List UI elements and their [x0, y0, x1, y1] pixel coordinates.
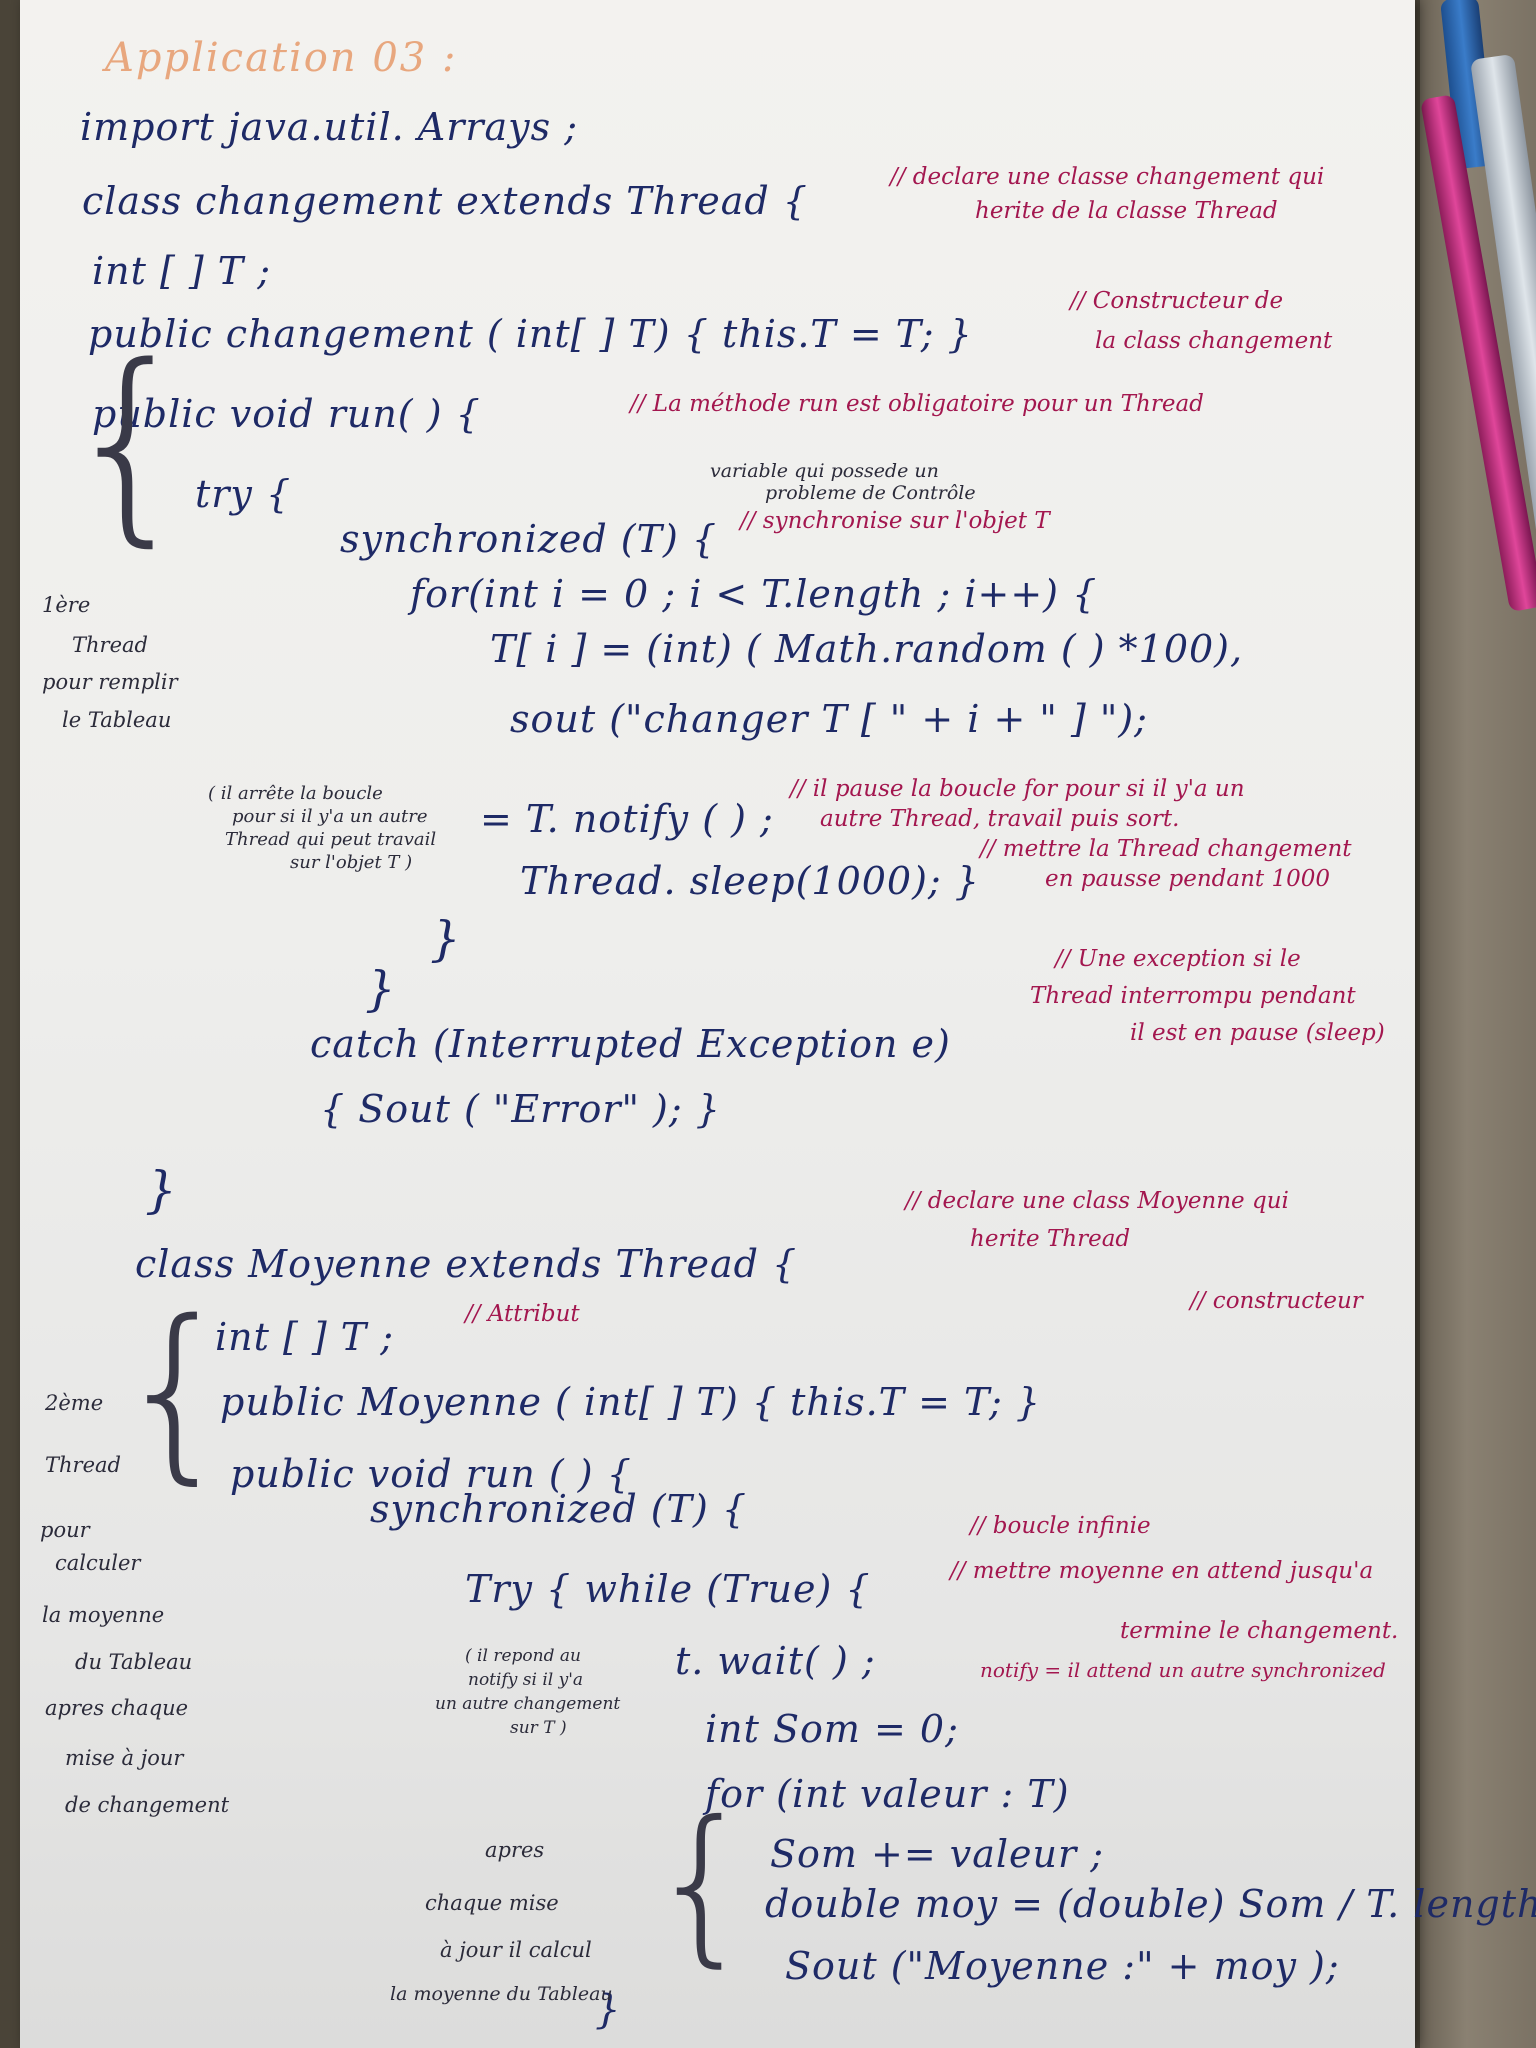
comment-line: // Attribut: [465, 1301, 580, 1327]
code-line: for (int valeur : T): [705, 1772, 1070, 1816]
code-line: Try { while (True) {: [465, 1567, 871, 1611]
annotation: Thread: [45, 1453, 121, 1477]
annotation: sur T ): [510, 1718, 567, 1738]
comment-line: // La méthode run est obligatoire pour u…: [630, 391, 1204, 417]
code-line: sout ("changer T [ " + i + " ] ");: [510, 697, 1148, 741]
comment-line: // mettre moyenne en attend jusqu'a: [950, 1558, 1374, 1584]
comment-line: // declare une classe changement qui: [890, 164, 1325, 190]
annotation: à jour il calcul: [440, 1938, 592, 1962]
comment-line: herite Thread: [970, 1226, 1131, 1252]
annotation: 1ère: [42, 593, 91, 617]
handwritten-paper: Application 03 : import java.util. Array…: [20, 0, 1536, 2048]
code-line: int Som = 0;: [705, 1707, 959, 1751]
annotation: de changement: [65, 1793, 230, 1817]
annotation: ( il arrête la boucle: [208, 783, 383, 804]
annotation: pour si il y'a un autre: [232, 806, 428, 827]
annotation: sur l'objet T ): [290, 852, 413, 873]
annotation: un autre changement: [435, 1694, 621, 1714]
comment-line: il est en pause (sleep): [1130, 1020, 1385, 1046]
annotation: Thread qui peut travail: [225, 829, 437, 850]
code-line: { Sout ( "Error" ); }: [320, 1087, 721, 1131]
annotation: mise à jour: [65, 1746, 184, 1770]
comment-line: // il pause la boucle for pour si il y'a…: [790, 776, 1245, 802]
code-line: Thread. sleep(1000); }: [520, 859, 980, 903]
code-line: }: [595, 1987, 622, 2033]
code-line: class Moyenne extends Thread {: [135, 1242, 798, 1286]
code-line: }: [430, 911, 462, 967]
annotation: probleme de Contrôle: [765, 482, 976, 504]
code-line: double moy = (double) Som / T. length ;: [765, 1882, 1536, 1926]
code-line: for(int i = 0 ; i < T.length ; i++) {: [410, 572, 1098, 616]
margin-brace: {: [62, 320, 196, 565]
annotation: apres chaque: [45, 1696, 189, 1720]
comment-line: la class changement: [1095, 328, 1333, 354]
code-line: }: [365, 961, 397, 1017]
code-line: public void run ( ) {: [230, 1452, 632, 1496]
annotation: le Tableau: [62, 708, 172, 732]
code-line: int [ ] T ;: [215, 1315, 395, 1359]
annotation: variable qui possede un: [710, 460, 939, 482]
comment-line: // declare une class Moyenne qui: [905, 1188, 1289, 1214]
annotation: apres: [485, 1838, 545, 1862]
comment-line: autre Thread, travail puis sort.: [820, 806, 1180, 832]
code-line: import java.util. Arrays ;: [80, 105, 579, 149]
comment-line: Thread interrompu pendant: [1030, 983, 1356, 1009]
annotation: Thread: [72, 633, 148, 657]
code-line: Sout ("Moyenne :" + moy );: [785, 1944, 1340, 1988]
code-line: catch (Interrupted Exception e): [310, 1022, 951, 1066]
code-line: public Moyenne ( int[ ] T) { this.T = T;…: [220, 1380, 1042, 1424]
annotation: calculer: [55, 1551, 141, 1575]
code-line: public changement ( int[ ] T) { this.T =…: [88, 312, 973, 356]
comment-line: // boucle infinie: [970, 1513, 1151, 1539]
comment-line: // constructeur: [1190, 1288, 1363, 1314]
annotation: 2ème: [45, 1391, 104, 1415]
code-line: int [ ] T ;: [92, 249, 272, 293]
annotation: chaque mise: [425, 1891, 559, 1915]
comment-line: en pausse pendant 1000: [1045, 866, 1330, 892]
annotation: ( il repond au: [465, 1646, 581, 1666]
comment-line: // mettre la Thread changement: [980, 836, 1352, 862]
code-line: class changement extends Thread {: [82, 179, 808, 223]
comment-line: herite de la classe Thread: [975, 198, 1278, 224]
code-line: = T. notify ( ) ;: [480, 797, 774, 841]
margin-brace: {: [648, 1785, 757, 1983]
page-title: Application 03 :: [105, 35, 458, 81]
code-line: try {: [195, 472, 292, 516]
annotation: pour: [40, 1518, 90, 1542]
code-line: t. wait( ) ;: [675, 1639, 876, 1683]
annotation: notify si il y'a: [468, 1670, 584, 1690]
margin-brace: {: [115, 1280, 236, 1501]
annotation: la moyenne du Tableau: [390, 1983, 613, 2005]
comment-line: // Une exception si le: [1055, 946, 1301, 972]
code-line: }: [145, 1161, 178, 1219]
code-line: Som += valeur ;: [770, 1832, 1105, 1876]
code-line: synchronized (T) {: [370, 1487, 748, 1531]
annotation: la moyenne: [42, 1603, 165, 1627]
comment-line: notify = il attend un autre synchronized: [980, 1658, 1386, 1682]
code-line: synchronized (T) {: [340, 517, 718, 561]
code-line: T[ i ] = (int) ( Math.random ( ) *100),: [490, 627, 1244, 671]
annotation: du Tableau: [75, 1650, 193, 1674]
comment-line: // synchronise sur l'objet T: [740, 508, 1050, 534]
annotation: pour remplir: [42, 670, 178, 694]
comment-line: termine le changement.: [1120, 1618, 1399, 1644]
code-line: public void run( ) {: [92, 392, 481, 436]
comment-line: // Constructeur de: [1070, 288, 1284, 314]
